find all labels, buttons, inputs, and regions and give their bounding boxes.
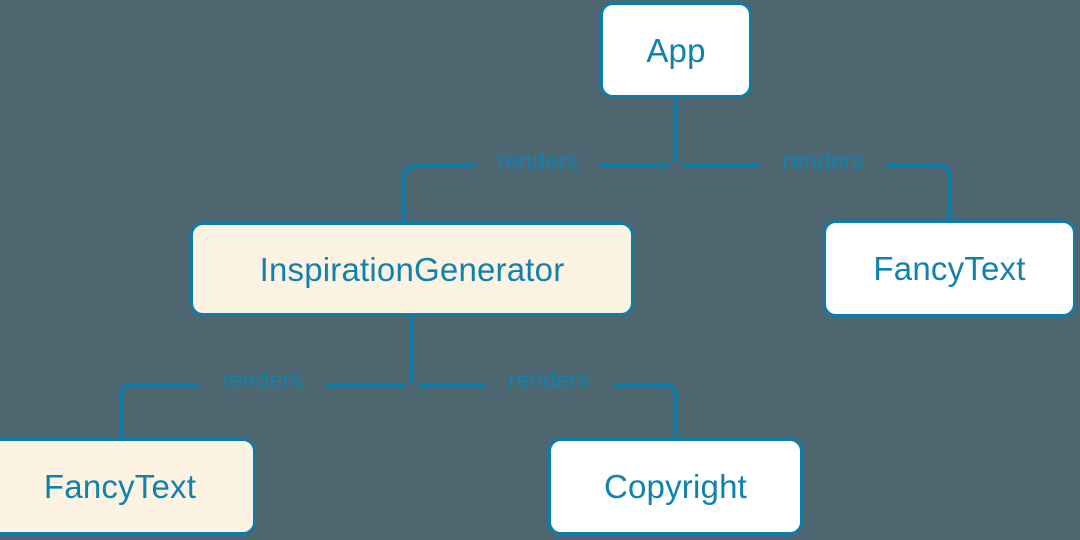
node-copyright-label: Copyright [603,468,748,505]
edge-label-inspiration-copyright: renders [508,367,590,394]
node-fancytext-left-label: FancyText [43,468,197,505]
node-inspiration-generator-label: InspirationGenerator [259,250,565,288]
edge-ig-fancytext-left-run [119,383,199,440]
node-fancytext-right-label: FancyText [873,250,1026,287]
node-fancytext-left[interactable]: FancyText [0,438,256,535]
edge-label-inspiration-fancytext: renders [221,367,303,394]
node-inspiration-generator[interactable]: InspirationGenerator [190,222,634,316]
node-app-label: App [646,31,706,69]
edge-label-app-inspiration: renders [497,148,579,175]
node-fancytext-right[interactable]: FancyText [823,220,1076,317]
edge-label-app-fancytext: renders [782,148,864,175]
edge-app-fancytext-right-run [886,164,952,222]
edge-ig-copyright-right-run [613,383,678,440]
edge-app-inspiration-left-run [402,164,476,224]
node-app[interactable]: App [600,2,752,98]
node-copyright[interactable]: Copyright [548,438,803,535]
